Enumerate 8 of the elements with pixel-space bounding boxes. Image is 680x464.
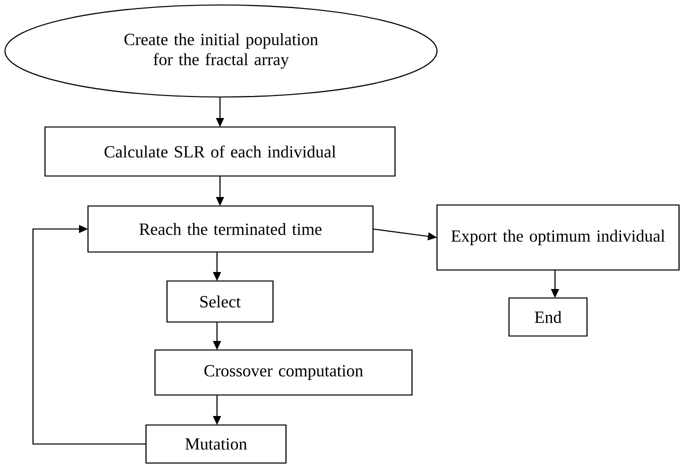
process-box: Select — [166, 280, 274, 323]
process-box: Mutation — [145, 424, 287, 464]
arrow — [32, 224, 146, 445]
process-box: End — [508, 297, 588, 337]
process-box: Export the optimum individual — [436, 204, 680, 271]
process-box: Calculate SLR of each individual — [44, 126, 396, 177]
process-box: Reach the terminated time — [87, 205, 374, 253]
process-box: Crossover computation — [154, 349, 413, 396]
